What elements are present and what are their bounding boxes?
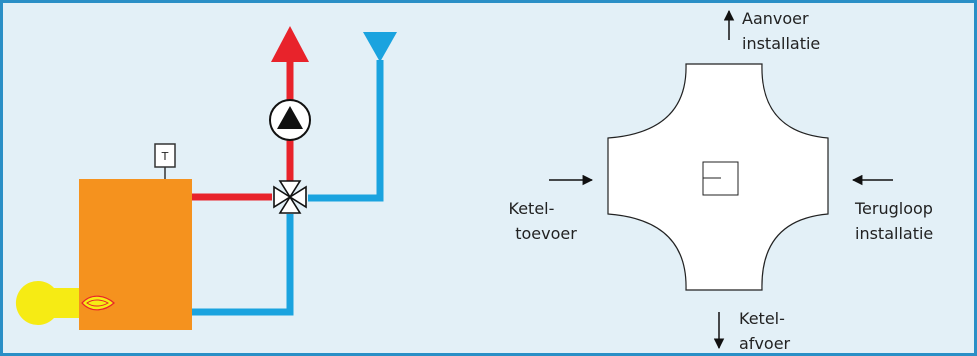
valve-body-diagram: Aanvoer installatie Ketel- toevoer Terug… — [509, 9, 938, 353]
return-arrow-icon — [363, 32, 397, 62]
label-boiler-return: Ketel- afvoer — [739, 309, 791, 353]
boiler-return-pipe — [192, 214, 294, 316]
thermostat-label: T — [161, 150, 169, 163]
installation-return-pipe — [308, 60, 384, 202]
hydraulic-schematic: T — [15, 26, 397, 330]
supply-arrow-icon — [271, 26, 309, 62]
pump-icon — [269, 99, 311, 141]
thermostat-box — [154, 143, 176, 168]
supply-pipes — [192, 58, 294, 201]
label-boiler-supply: Ketel- toevoer — [509, 199, 578, 243]
four-way-valve-icon — [273, 180, 307, 214]
flame-icon — [81, 295, 115, 311]
burner-icon — [15, 281, 115, 325]
return-pipes — [192, 60, 384, 316]
label-supply-installation: Aanvoer installatie — [742, 9, 820, 53]
label-return-installation: Terugloop installatie — [854, 199, 938, 243]
